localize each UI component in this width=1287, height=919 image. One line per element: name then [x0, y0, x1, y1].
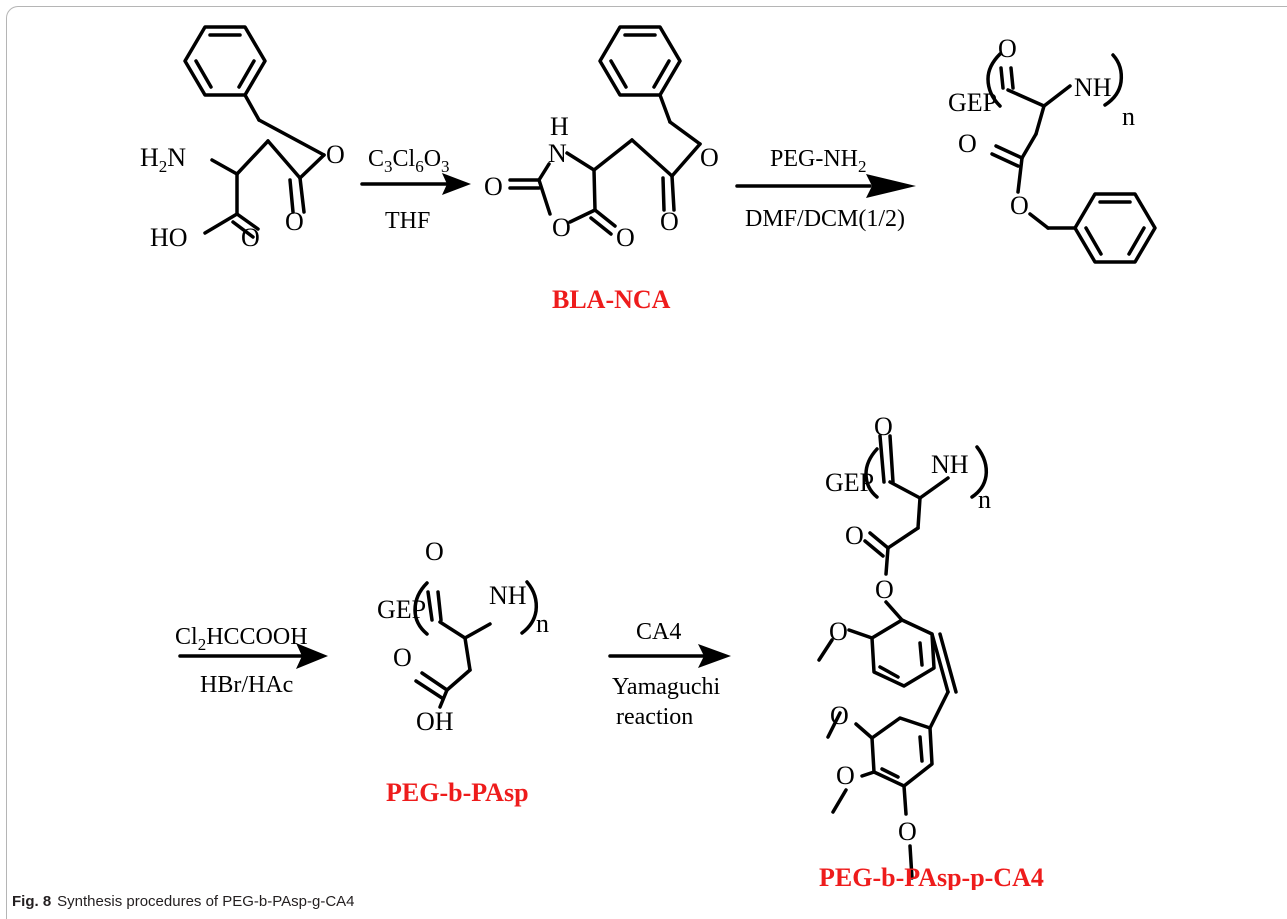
start-acid-co: O [241, 223, 260, 252]
product-peg: GEP [825, 468, 874, 497]
peg-pbla-n: n [1122, 102, 1135, 131]
peg-b-pasp-name: PEG-b-PAsp [386, 778, 529, 807]
step1-solvent: THF [385, 208, 430, 234]
peg-b-pasp-acid-co: O [393, 643, 412, 672]
step3-reagent-cl: Cl [175, 624, 198, 650]
peg-b-pasp-peg: GEP [377, 595, 426, 624]
bla-nca-nh-n: N [548, 139, 567, 168]
step2-reagent-sub: 2 [858, 157, 867, 176]
svg-text:H2N: H2N [140, 143, 186, 176]
product-n: n [978, 485, 991, 514]
step3-reagent-rest: HCCOOH [206, 624, 307, 650]
synthesis-scheme: H2N O O HO O C3Cl6O3 THF H N O O O O O B… [140, 25, 1157, 890]
start-amine-h: H [140, 143, 159, 172]
product-ome-1: O [829, 617, 848, 646]
step4-reagent: CA4 [636, 619, 681, 645]
step3-reagent2: HBr/HAc [200, 672, 293, 698]
product-bonds [817, 434, 989, 880]
product-nh: NH [931, 450, 969, 479]
bla-nca-bonds [508, 25, 702, 236]
start-amine-n: N [167, 143, 186, 172]
svg-text:PEG-NH2: PEG-NH2 [770, 146, 867, 176]
svg-text:Cl2HCCOOH: Cl2HCCOOH [175, 624, 308, 654]
peg-b-pasp-co: O [425, 537, 444, 566]
step1-reagent-o: O [424, 146, 441, 172]
product-ring-a [870, 618, 936, 688]
peg-pbla-peg: GEP [948, 88, 997, 117]
step1-arrow-head [442, 173, 471, 195]
peg-b-pasp-bonds [413, 580, 539, 709]
bla-nca-ring-o: O [552, 213, 571, 242]
step2-solvent: DMF/DCM(1/2) [745, 206, 905, 232]
product-ome-2: O [830, 701, 849, 730]
product-co: O [874, 412, 893, 441]
step3-reagent-sub: 2 [198, 635, 207, 654]
bla-nca-ring-co-left: O [484, 172, 503, 201]
bla-nca-name: BLA-NCA [552, 285, 671, 314]
bla-nca-ester-co: O [660, 207, 679, 236]
step4-method-line1: Yamaguchi [612, 674, 721, 700]
peg-b-pasp-acid-oh: OH [416, 707, 454, 736]
step1-reagent-sub2: 6 [415, 157, 424, 176]
start-ester-o: O [326, 140, 345, 169]
product-name: PEG-b-PAsp-p-CA4 [819, 863, 1044, 890]
step2-reagent: PEG-NH [770, 146, 858, 172]
start-acid-ho: HO [150, 223, 188, 252]
peg-pbla-nh: NH [1074, 73, 1112, 102]
peg-pbla-ester-o: O [1010, 191, 1029, 220]
step4-method-line2: reaction [616, 704, 693, 730]
peg-b-pasp-nh: NH [489, 581, 527, 610]
peg-pbla-benzene-ring [1073, 192, 1157, 264]
step2-arrow-head [866, 174, 916, 198]
step4-arrow-head [698, 644, 731, 668]
bla-nca-nh-h: H [550, 112, 569, 141]
start-material-bonds [183, 25, 326, 239]
start-ester-co: O [285, 207, 304, 236]
bla-nca-ester-o: O [700, 143, 719, 172]
product-ester-co: O [845, 521, 864, 550]
caption-text: Synthesis procedures of PEG-b-PAsp-g-CA4 [57, 893, 355, 910]
caption-label: Fig. 8 [12, 893, 52, 910]
product-ester-o: O [875, 575, 894, 604]
peg-pbla-ester-co: O [958, 129, 977, 158]
peg-pbla-bonds [986, 52, 1157, 264]
step3-arrow-head [296, 643, 328, 669]
peg-pbla-co: O [998, 34, 1017, 63]
start-amine-sub: 2 [159, 157, 168, 176]
step1-reagent-c: C [368, 146, 384, 172]
product-ome-4: O [898, 817, 917, 846]
figure-caption: Fig. 8 Synthesis procedures of PEG-b-PAsp… [12, 893, 355, 910]
peg-b-pasp-n: n [536, 609, 549, 638]
step1-reagent-sub1: 3 [384, 157, 393, 176]
bla-nca-ring-co-right: O [616, 223, 635, 252]
product-ome-3: O [836, 761, 855, 790]
step1-reagent-cl: Cl [393, 146, 416, 172]
svg-text:C3Cl6O3: C3Cl6O3 [368, 146, 450, 176]
figure-frame [6, 6, 1287, 919]
step1-reagent-sub3: 3 [441, 157, 450, 176]
